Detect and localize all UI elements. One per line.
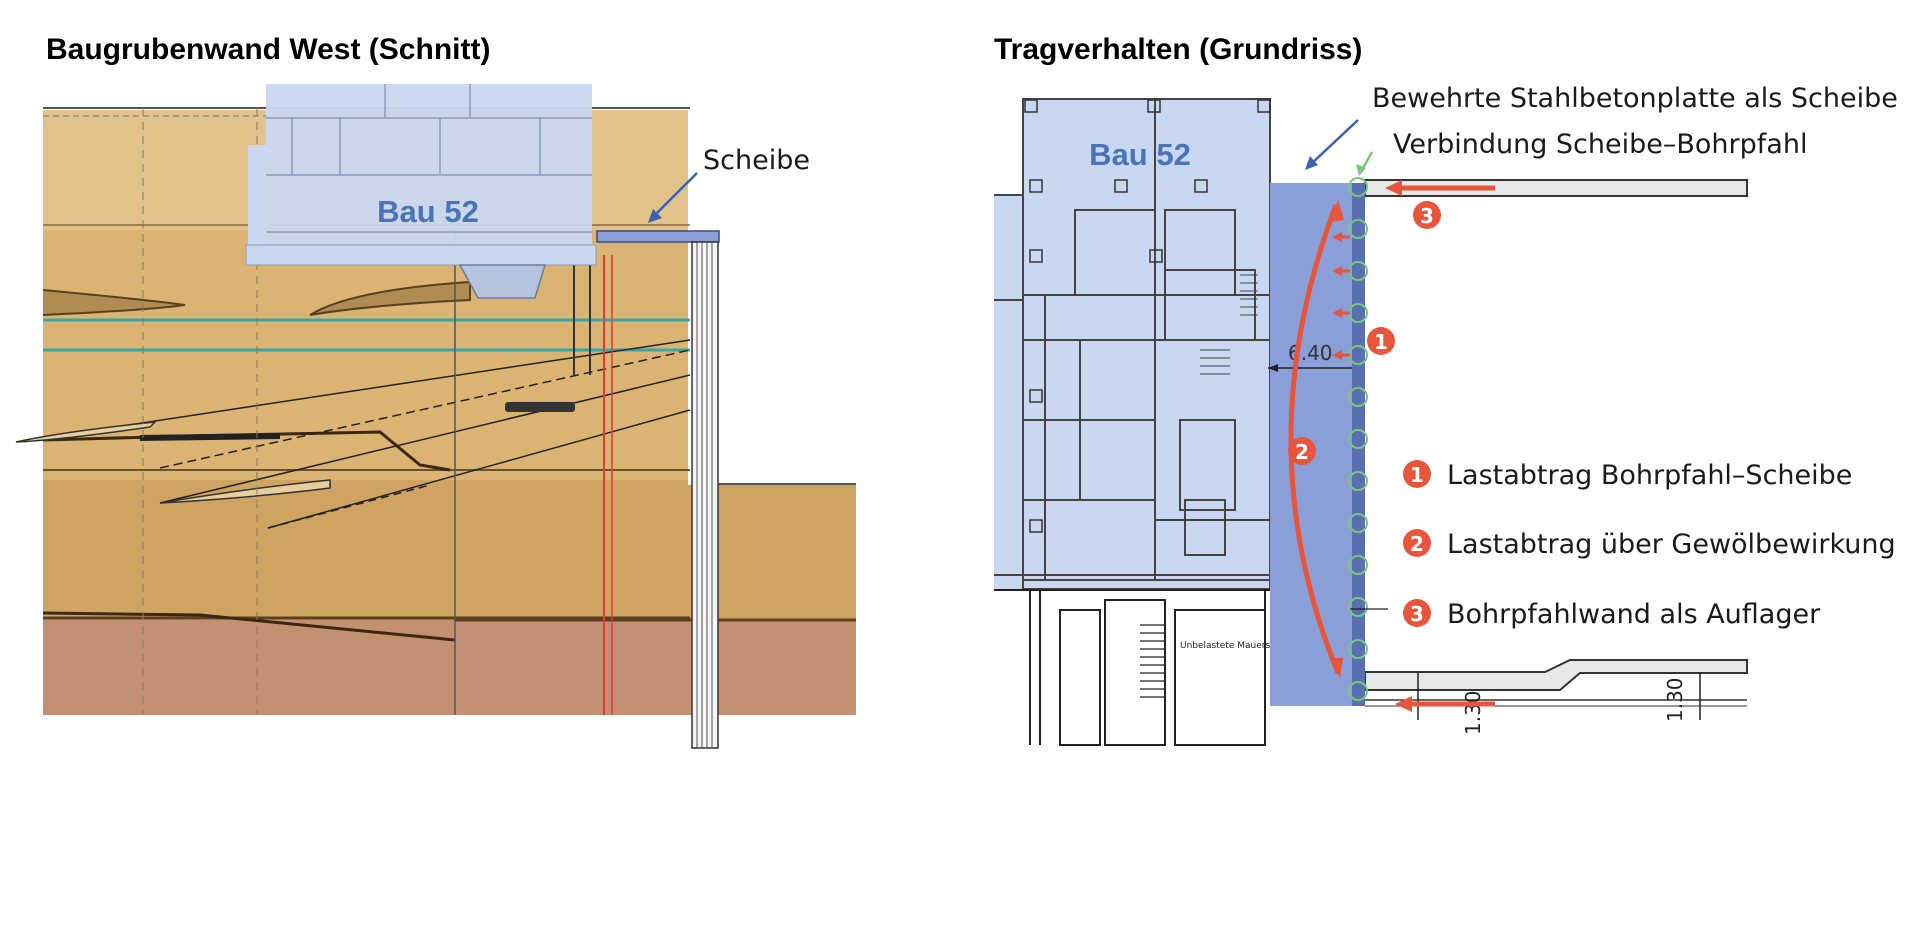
- svg-text:3: 3: [1420, 204, 1434, 228]
- connection-callout: Verbindung Scheibe–Bohrpfahl: [1393, 129, 1807, 160]
- right-building-label: Bau 52: [1089, 137, 1191, 172]
- soil-layer-bottom: [43, 620, 688, 715]
- pile-wall-plan: [1352, 183, 1365, 706]
- legend-item-1: 1 Lastabtrag Bohrpfahl–Scheibe: [1403, 460, 1852, 491]
- scheibe-callout: Scheibe: [703, 145, 810, 176]
- marker-3-top: 3: [1413, 201, 1441, 229]
- svg-text:2: 2: [1295, 440, 1309, 464]
- dimension-bottom-1: 1.30: [1461, 690, 1485, 735]
- legend-text-1: Lastabtrag Bohrpfahl–Scheibe: [1447, 460, 1852, 491]
- plan-drawing: Unbelastete Mauerschale Bau 52 6.40 1.30…: [994, 98, 1748, 746]
- legend: 1 Lastabtrag Bohrpfahl–Scheibe 2 Lastabt…: [1403, 460, 1896, 630]
- arch-arrow: [1288, 204, 1341, 674]
- marker-1: 1: [1367, 327, 1395, 355]
- legend-text-2: Lastabtrag über Gewölbewirkung: [1447, 529, 1896, 560]
- legend-item-2: 2 Lastabtrag über Gewölbewirkung: [1403, 529, 1896, 560]
- right-panel-title: Tragverhalten (Grundriss): [994, 33, 1363, 66]
- marker-2: 2: [1288, 437, 1316, 465]
- svg-text:1: 1: [1410, 463, 1424, 487]
- soil-layer-lower: [43, 480, 688, 620]
- building-section: [266, 84, 592, 264]
- wall-bottom: [1364, 659, 1748, 691]
- left-building-label: Bau 52: [377, 194, 479, 229]
- stair-note: Unbelastete Mauerschale: [1180, 641, 1295, 651]
- slab-callout: Bewehrte Stahlbetonplatte als Scheibe: [1372, 83, 1898, 114]
- pile-wall-section: [691, 241, 719, 749]
- building-plan: [1023, 99, 1270, 589]
- section-drawing: Bau 52: [15, 84, 856, 749]
- svg-text:1: 1: [1374, 330, 1388, 354]
- legend-item-3: 3 Bohrpfahlwand als Auflager: [1403, 599, 1821, 630]
- left-panel-title: Baugrubenwand West (Schnitt): [46, 33, 491, 66]
- legend-text-3: Bohrpfahlwand als Auflager: [1447, 599, 1821, 630]
- svg-text:3: 3: [1410, 602, 1424, 626]
- stairs: [1200, 274, 1258, 375]
- piles: [1348, 177, 1368, 701]
- svg-text:2: 2: [1410, 532, 1424, 556]
- slab-section: [596, 230, 720, 243]
- dimension-bottom-2: 1.30: [1663, 677, 1687, 722]
